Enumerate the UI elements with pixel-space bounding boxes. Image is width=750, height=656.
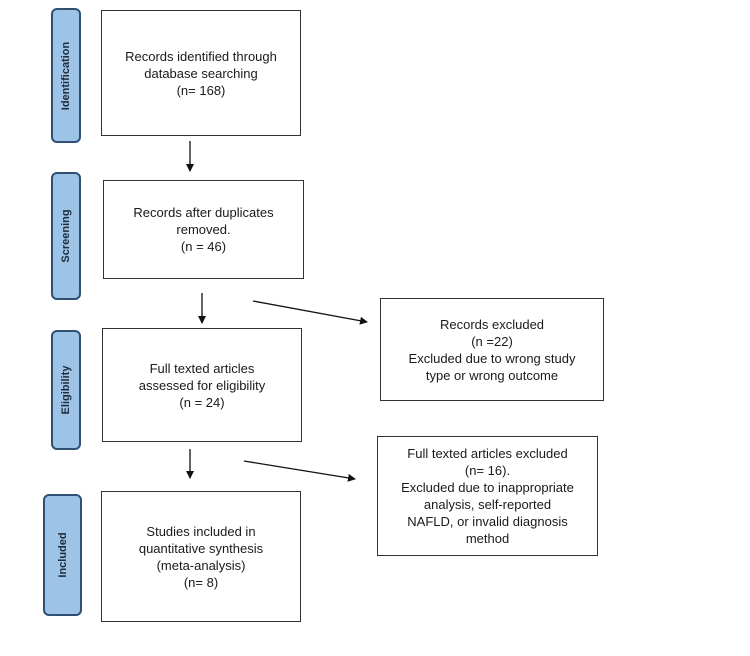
box-text-line: Full texted articles — [149, 360, 255, 376]
box-text-line: database searching — [144, 65, 258, 81]
box-text-line: Records after duplicates — [133, 205, 274, 220]
box-text-line: (meta-analysis) — [156, 557, 246, 573]
box-text-line: Full texted articles excluded — [407, 446, 568, 461]
box-text-line: type or wrong outcome — [425, 367, 559, 383]
box-text-line: analysis, self-reported — [423, 497, 552, 512]
box-text-line: Records excluded — [439, 316, 545, 332]
box-text-line: (n = 46) — [180, 239, 227, 254]
box-text-line: (n = 24) — [179, 394, 225, 410]
box-text-line: (n= 168) — [176, 82, 226, 98]
box-records-after-duplicates: Records after duplicates removed. (n = 4… — [103, 180, 304, 279]
box-studies-included: Studies included in quantitative synthes… — [101, 491, 301, 622]
box-records-excluded: Records excluded (n =22) Excluded due to… — [380, 298, 604, 401]
box-full-text-assessed: Full texted articles assessed for eligib… — [102, 328, 302, 442]
box-text-line: (n= 8) — [183, 574, 219, 590]
phase-eligibility: Eligibility — [51, 330, 81, 450]
box-text-line: method — [465, 531, 510, 546]
box-text-line: NAFLD, or invalid diagnosis — [407, 514, 568, 529]
box-text-line: Excluded due to wrong study — [408, 350, 576, 366]
box-records-identified: Records identified through database sear… — [101, 10, 301, 136]
box-text-line: Records identified through — [125, 48, 277, 64]
arrow-to-full-text-excluded — [243, 460, 356, 482]
arrow-to-records-excluded — [252, 300, 368, 325]
box-text-line: (n =22) — [471, 333, 513, 349]
box-text-line: removed. — [176, 222, 231, 237]
box-full-text-excluded: Full texted articles excluded (n= 16). E… — [377, 436, 598, 556]
box-text-line: Studies included in — [146, 523, 256, 539]
box-text-line: quantitative synthesis — [138, 540, 264, 556]
phase-screening: Screening — [51, 172, 81, 300]
box-text-line: assessed for eligibility — [138, 377, 266, 393]
box-text-line: Excluded due to inappropriate — [401, 480, 574, 495]
box-text-line: (n= 16). — [464, 463, 511, 478]
phase-included: Included — [43, 494, 82, 616]
phase-identification: Identification — [51, 8, 81, 143]
